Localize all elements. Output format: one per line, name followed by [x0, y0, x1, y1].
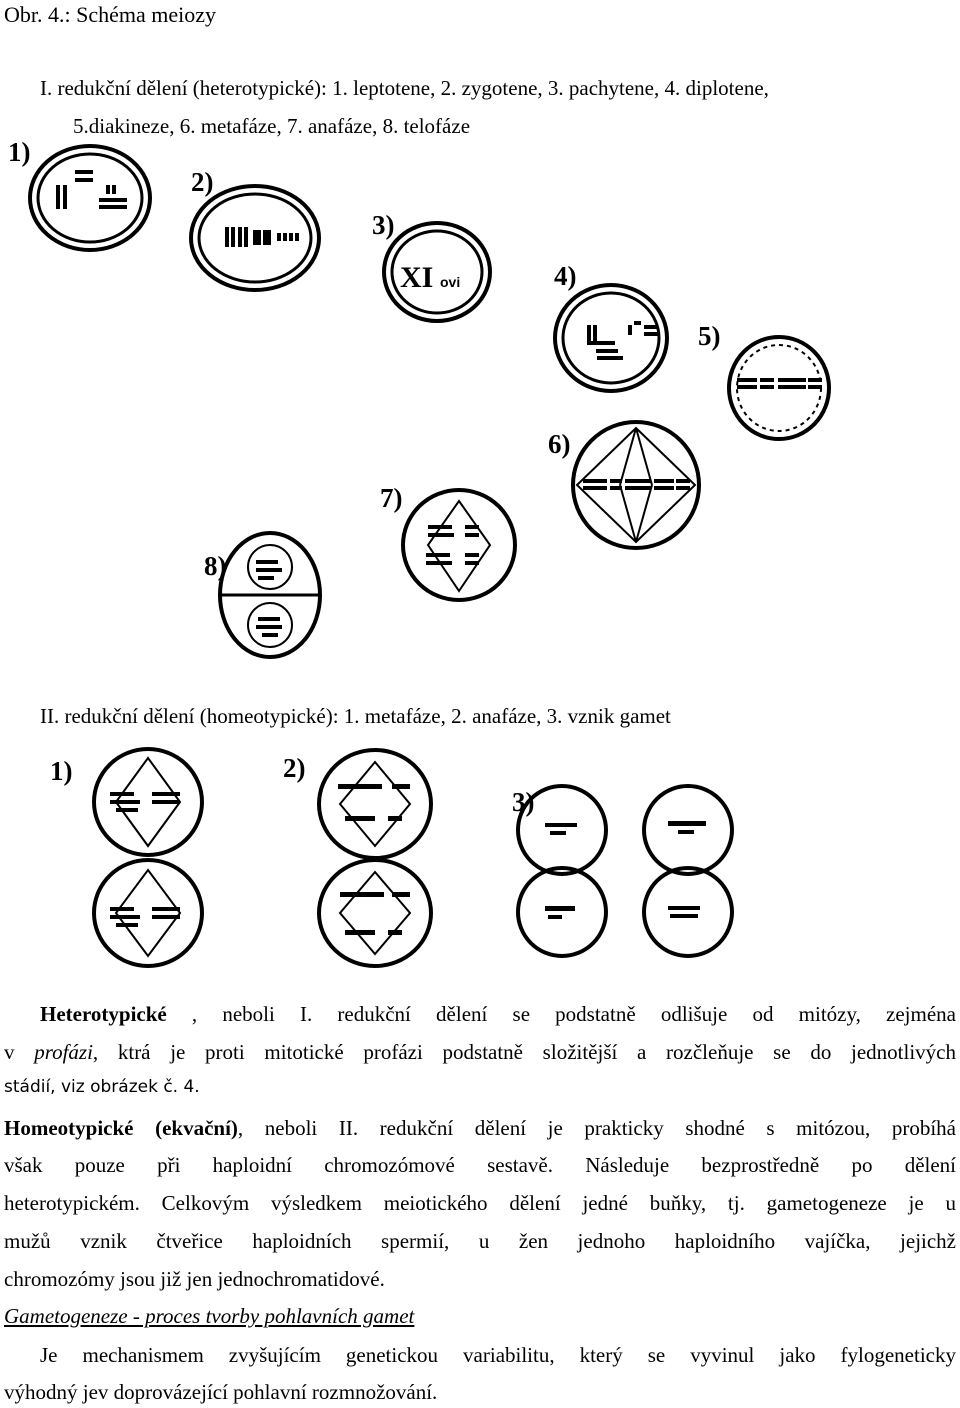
paragraph2-line5: chromozómy jsou již jen jednochromatidov… — [4, 1267, 956, 1292]
cell-4 — [555, 285, 667, 391]
paragraph1-line1-text: , neboli I. redukční dělení se podstatně… — [167, 1002, 956, 1026]
paragraph2-line3: heterotypickém. Celkovým výsledkem meiot… — [4, 1191, 956, 1216]
stage-label: 8) — [204, 551, 227, 581]
term-homeotypicke: Homeotypické (ekvační) — [4, 1116, 238, 1140]
svg-text:XI: XI — [400, 261, 433, 294]
gamete-3 — [518, 868, 606, 956]
stage-label: 5) — [698, 321, 721, 351]
cell-1b — [94, 860, 202, 966]
paragraph2-line2: však pouze při haploidní chromozómové se… — [4, 1153, 956, 1178]
paragraph1-line2-text: , ktrá je proti mitotické profázi podsta… — [93, 1040, 956, 1064]
paragraph1-line3: stádií, viz obrázek č. 4. — [4, 1077, 956, 1097]
figure-caption: Obr. 4.: Schéma meiozy — [4, 2, 216, 28]
section1-heading-line1: I. redukční dělení (heterotypické): 1. l… — [40, 76, 769, 101]
cell-2a — [319, 750, 431, 858]
cell-7 — [403, 490, 515, 600]
stage-label: 3) — [512, 787, 535, 817]
paragraph2-line1: Homeotypické (ekvační), neboli II. reduk… — [4, 1116, 956, 1141]
paragraph2-line4: mužů vznik čtveřice haploidních spermií,… — [4, 1229, 956, 1254]
paragraph1-line2: v profázi, ktrá je proti mitotické profá… — [4, 1040, 956, 1065]
paragraph3-line1: Je mechanismem zvyšujícím genetickou var… — [40, 1343, 956, 1368]
stage-label: 3) — [372, 210, 395, 240]
section2-heading: II. redukční dělení (homeotypické): 1. m… — [40, 704, 671, 729]
paragraph2-line1-text: , neboli II. redukční dělení je praktick… — [238, 1116, 956, 1140]
stage-label: 6) — [548, 429, 571, 459]
paragraph3-line2: výhodný jev doprovázející pohlavní rozmn… — [4, 1380, 956, 1405]
cell-6 — [573, 422, 699, 548]
stage-label: 2) — [191, 167, 214, 197]
svg-text:ovi: ovi — [440, 274, 460, 290]
stage-label: 7) — [380, 483, 403, 513]
meiosis-ii-diagram: 1) 2) 3) — [0, 730, 960, 990]
cell-1 — [30, 146, 150, 250]
gametogeneze-heading-text: Gametogeneze - proces tvorby pohlavních … — [4, 1304, 414, 1328]
stage-label: 1) — [50, 756, 73, 786]
term-heterotypicke: Heterotypické — [40, 1002, 167, 1026]
meiosis-i-diagram: XI ovi 1) 2) 3) 4) 5) 6) 7) — [0, 135, 960, 660]
stage-label: 2) — [283, 753, 306, 783]
gamete-4 — [644, 868, 732, 956]
stage-label: 1) — [8, 137, 31, 167]
paragraph1-line2-prefix: v — [4, 1040, 34, 1064]
cell-2b — [319, 860, 431, 966]
term-profaze: profázi — [34, 1040, 93, 1064]
paragraph1-line1: Heterotypické , neboli I. redukční dělen… — [40, 1002, 956, 1027]
gametogeneze-heading: Gametogeneze - proces tvorby pohlavních … — [4, 1304, 956, 1329]
stage-label: 4) — [554, 261, 577, 291]
